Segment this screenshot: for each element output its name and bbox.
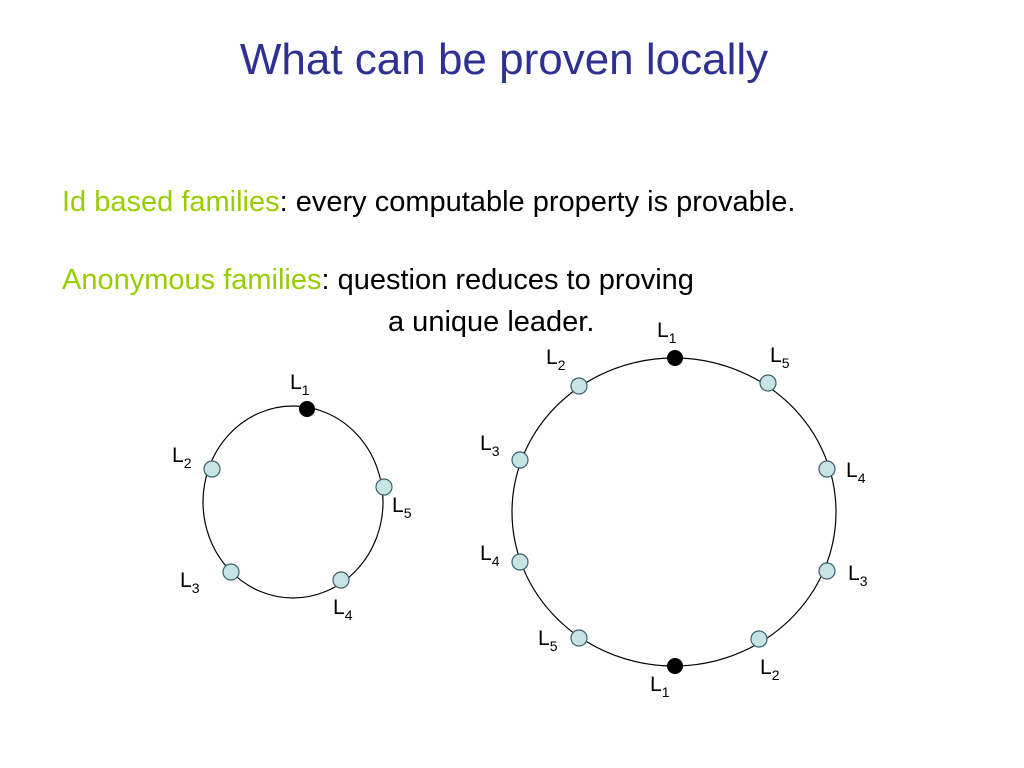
node-label: L5 — [392, 494, 412, 521]
id-based-families-text: : every computable property is provable. — [279, 186, 796, 218]
small-ring: L1 L2 L3 L4 L5 — [172, 371, 412, 623]
ring-node — [750, 630, 768, 648]
ring-node — [818, 562, 836, 580]
node-label: L4 — [846, 459, 866, 486]
anonymous-families-term: Anonymous families — [62, 264, 322, 296]
ring-node — [570, 629, 588, 647]
slide-title: What can be proven locally — [239, 35, 769, 84]
ring-node — [332, 571, 350, 589]
large-ring-node-5: L5 — [538, 627, 588, 654]
large-ring-node-7: L2 — [750, 630, 780, 683]
small-ring-node-4: L4 — [332, 571, 353, 623]
id-based-families-term: Id based families — [62, 186, 280, 218]
large-ring-node-4: L4 — [480, 542, 529, 571]
anonymous-families-continuation: a unique leader. — [388, 306, 595, 338]
large-ring-node-6: L1 — [650, 658, 683, 700]
node-label: L5 — [538, 627, 558, 654]
id-based-families-statement: Id based families: every computable prop… — [62, 184, 795, 220]
node-label: L3 — [180, 569, 200, 596]
ring-node — [375, 478, 393, 496]
node-label: L2 — [546, 346, 566, 373]
ring-node — [511, 451, 529, 469]
leader-node — [667, 350, 683, 366]
ring-node — [759, 374, 777, 392]
small-ring-node-2: L2 — [172, 444, 221, 478]
node-label: L5 — [770, 344, 790, 371]
node-label: L2 — [172, 444, 192, 471]
large-ring-node-3: L3 — [480, 432, 529, 469]
small-ring-node-1: L1 — [290, 371, 315, 417]
large-ring-node-8: L3 — [818, 562, 868, 589]
ring-node — [818, 460, 836, 478]
ring-node — [203, 460, 221, 478]
large-ring-node-10: L5 — [759, 344, 790, 392]
ring-node — [511, 553, 529, 571]
leader-node — [299, 401, 315, 417]
large-ring: L1 L2 L3 L4 L5 L1 L2 L3 — [480, 319, 868, 700]
leader-node — [667, 658, 683, 674]
anonymous-families-text: : question reduces to proving — [321, 264, 694, 296]
node-label: L1 — [657, 319, 677, 346]
node-label: L1 — [290, 371, 310, 398]
large-ring-circle — [511, 357, 837, 667]
node-label: L4 — [480, 542, 500, 569]
anonymous-families-statement: Anonymous families: question reduces to … — [62, 262, 694, 298]
small-ring-circle — [202, 405, 384, 599]
node-label: L3 — [848, 562, 868, 589]
ring-node — [570, 377, 588, 395]
ring-node — [222, 563, 240, 581]
node-label: L4 — [333, 596, 353, 623]
large-ring-node-9: L4 — [818, 459, 866, 486]
node-label: L2 — [760, 656, 780, 683]
small-ring-node-5: L5 — [375, 478, 412, 521]
large-ring-node-1: L1 — [657, 319, 683, 366]
node-label: L1 — [650, 673, 670, 700]
large-ring-node-2: L2 — [546, 346, 588, 395]
node-label: L3 — [480, 432, 500, 459]
small-ring-node-3: L3 — [180, 563, 240, 596]
